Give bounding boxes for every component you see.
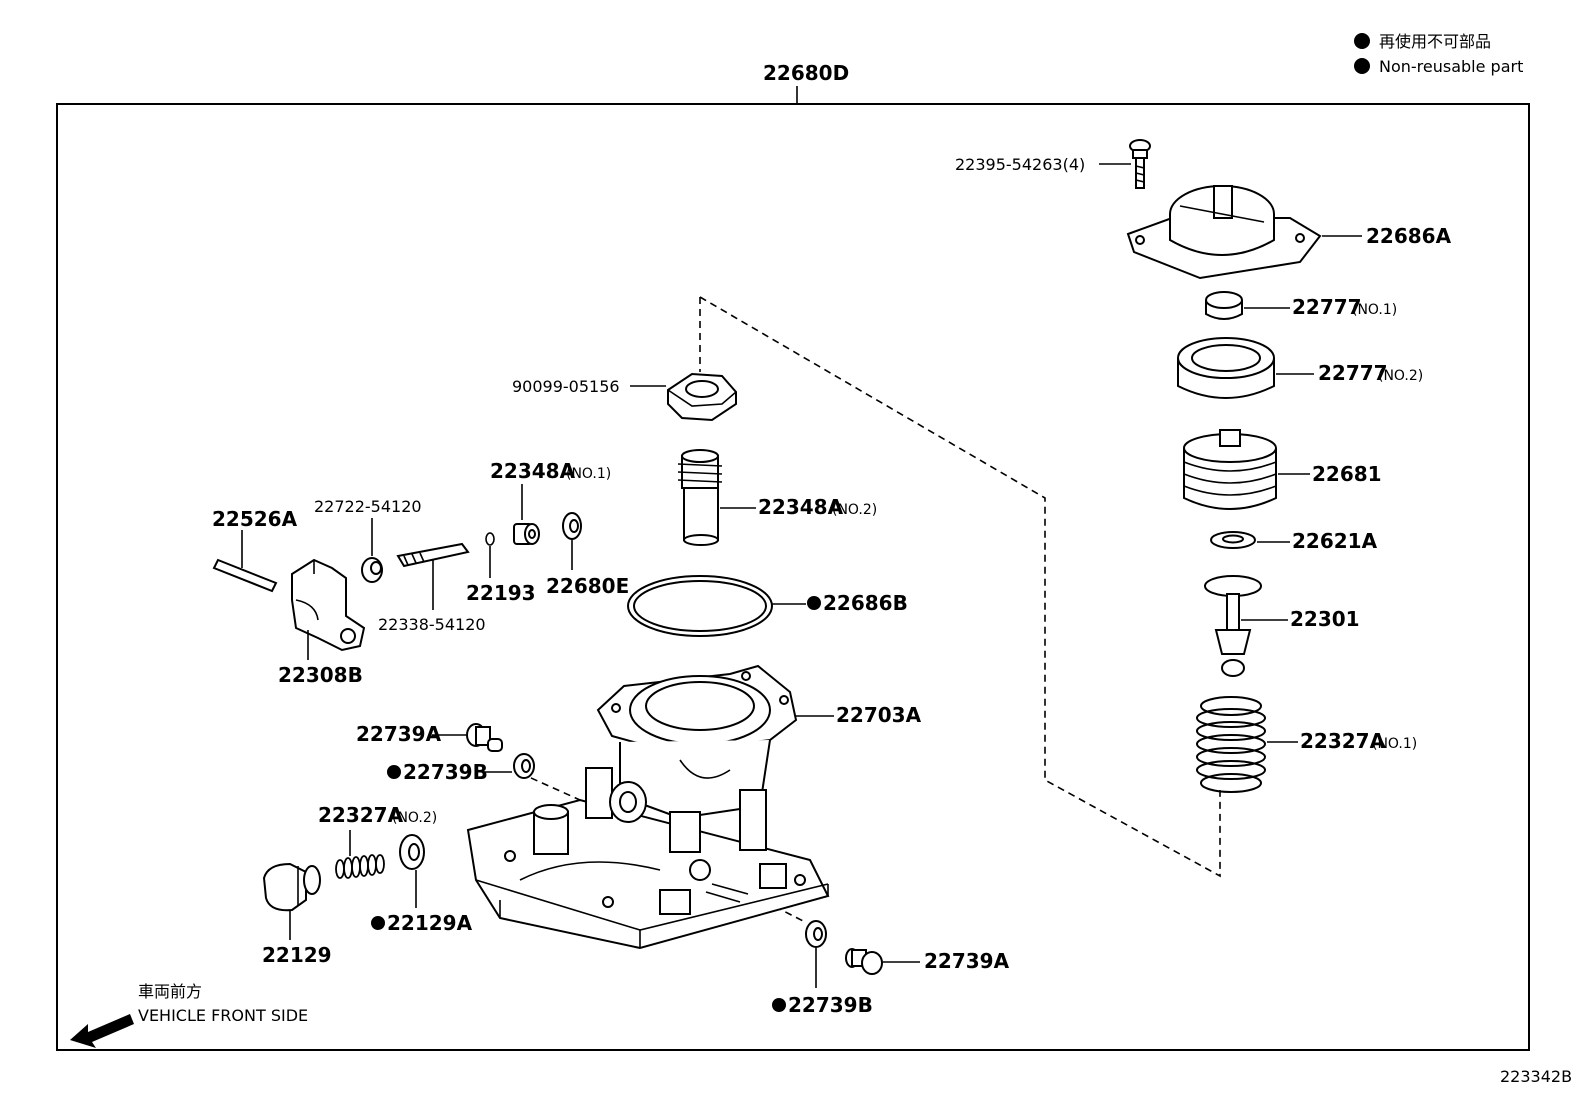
valve-holder-22348a-no2-icon [677, 449, 723, 546]
o-ring-22193-icon [485, 532, 495, 546]
washer-22621a-icon [1210, 531, 1256, 549]
part-label-22308b[interactable]: 22308B [278, 663, 363, 687]
figure-code: 223342B [1500, 1067, 1572, 1086]
spring-22327a-no1-icon [1196, 696, 1266, 793]
nut-90099-icon [667, 372, 737, 422]
plug-22129-icon [262, 862, 321, 912]
valve-22301-icon [1204, 575, 1262, 677]
part-suffix-22327a-no1: (NO.1) [1372, 736, 1417, 752]
non-reusable-dot-icon [1354, 33, 1370, 49]
dashed-axis [699, 867, 806, 923]
non-reusable-dot-icon [772, 998, 786, 1012]
part-label-22777-no2[interactable]: 22777 [1318, 361, 1388, 385]
o-ring-22686b-icon [627, 575, 773, 637]
pin-22526a-icon [212, 558, 278, 593]
part-suffix-22348a-no2: (NO.2) [832, 502, 877, 518]
part-label-22348a-no1[interactable]: 22348A [490, 459, 576, 483]
part-suffix-22777-no1: (NO.1) [1352, 302, 1397, 318]
front-side-en: VEHICLE FRONT SIDE [138, 1006, 308, 1025]
part-suffix-22327a-no2: (NO.2) [392, 810, 437, 826]
housing-22703a-icon [466, 664, 830, 950]
cover-22686a-icon [1126, 185, 1322, 280]
non-reusable-dot-icon [387, 765, 401, 779]
non-reusable-dot-icon [1354, 58, 1370, 74]
part-label-22681[interactable]: 22681 [1312, 462, 1382, 486]
spring-22327a-no2-icon [335, 854, 385, 879]
part-label-22621a[interactable]: 22621A [1292, 529, 1378, 553]
part-label-22348a-no2[interactable]: 22348A [758, 495, 844, 519]
part-label-22327a-no2[interactable]: 22327A [318, 803, 404, 827]
assembly-frame [56, 103, 1530, 1051]
front-arrow-icon [70, 1014, 134, 1048]
part-suffix-22777-no2: (NO.2) [1378, 368, 1423, 384]
nut-22722-icon [361, 557, 383, 583]
part-label-22686b[interactable]: 22686B [823, 591, 908, 615]
part-label-22129a[interactable]: 22129A [387, 911, 473, 935]
part-label-22680e[interactable]: 22680E [546, 574, 629, 598]
dashed-axis [519, 772, 581, 801]
part-label-22301[interactable]: 22301 [1290, 607, 1360, 631]
part-label-22526a[interactable]: 22526A [212, 507, 298, 531]
non-reusable-dot-icon [807, 596, 821, 610]
gasket-22739b-icon [513, 753, 535, 779]
part-label-22129[interactable]: 22129 [262, 943, 332, 967]
lever-22308b-icon [291, 558, 366, 652]
adjust-screw-22338-icon [396, 542, 470, 568]
dashed-axis [699, 296, 1221, 878]
part-label-22722[interactable]: 22722-54120 [314, 497, 422, 516]
legend-jp: 再使用不可部品 [1379, 32, 1491, 51]
part-label-22327a-no1[interactable]: 22327A [1300, 729, 1386, 753]
gasket-22739b-icon [805, 920, 827, 948]
part-label-22739a-1[interactable]: 22739A [356, 722, 442, 746]
washer-22680e-icon [562, 512, 582, 540]
piston-22681-icon [1183, 429, 1277, 510]
part-suffix-22348a-no1: (NO.1) [566, 466, 611, 482]
part-label-22777-no1[interactable]: 22777 [1292, 295, 1362, 319]
part-label-22703a[interactable]: 22703A [836, 703, 922, 727]
assembly-label[interactable]: 22680D [763, 61, 849, 85]
front-side-jp: 車両前方 [138, 982, 202, 1001]
gasket-22129a-icon [399, 834, 425, 870]
part-label-22739a-2[interactable]: 22739A [924, 949, 1010, 973]
part-label-22686a[interactable]: 22686A [1366, 224, 1452, 248]
legend-en: Non-reusable part [1379, 57, 1523, 76]
ring-22777-no2-icon [1177, 337, 1275, 399]
bolt-22395-icon [1129, 139, 1151, 189]
part-label-22193[interactable]: 22193 [466, 581, 536, 605]
bolt-22739a-icon [845, 948, 883, 975]
non-reusable-dot-icon [371, 916, 385, 930]
stopper-22348a-no1-icon [513, 523, 540, 545]
spacer-22777-no1-icon [1205, 291, 1243, 320]
part-label-22739b-2[interactable]: 22739B [788, 993, 873, 1017]
part-label-90099[interactable]: 90099-05156 [512, 377, 620, 396]
part-label-22739b-1[interactable]: 22739B [403, 760, 488, 784]
part-label-22395[interactable]: 22395-54263(4) [955, 155, 1085, 174]
part-label-22338[interactable]: 22338-54120 [378, 615, 486, 634]
bolt-22739a-icon [466, 723, 503, 752]
